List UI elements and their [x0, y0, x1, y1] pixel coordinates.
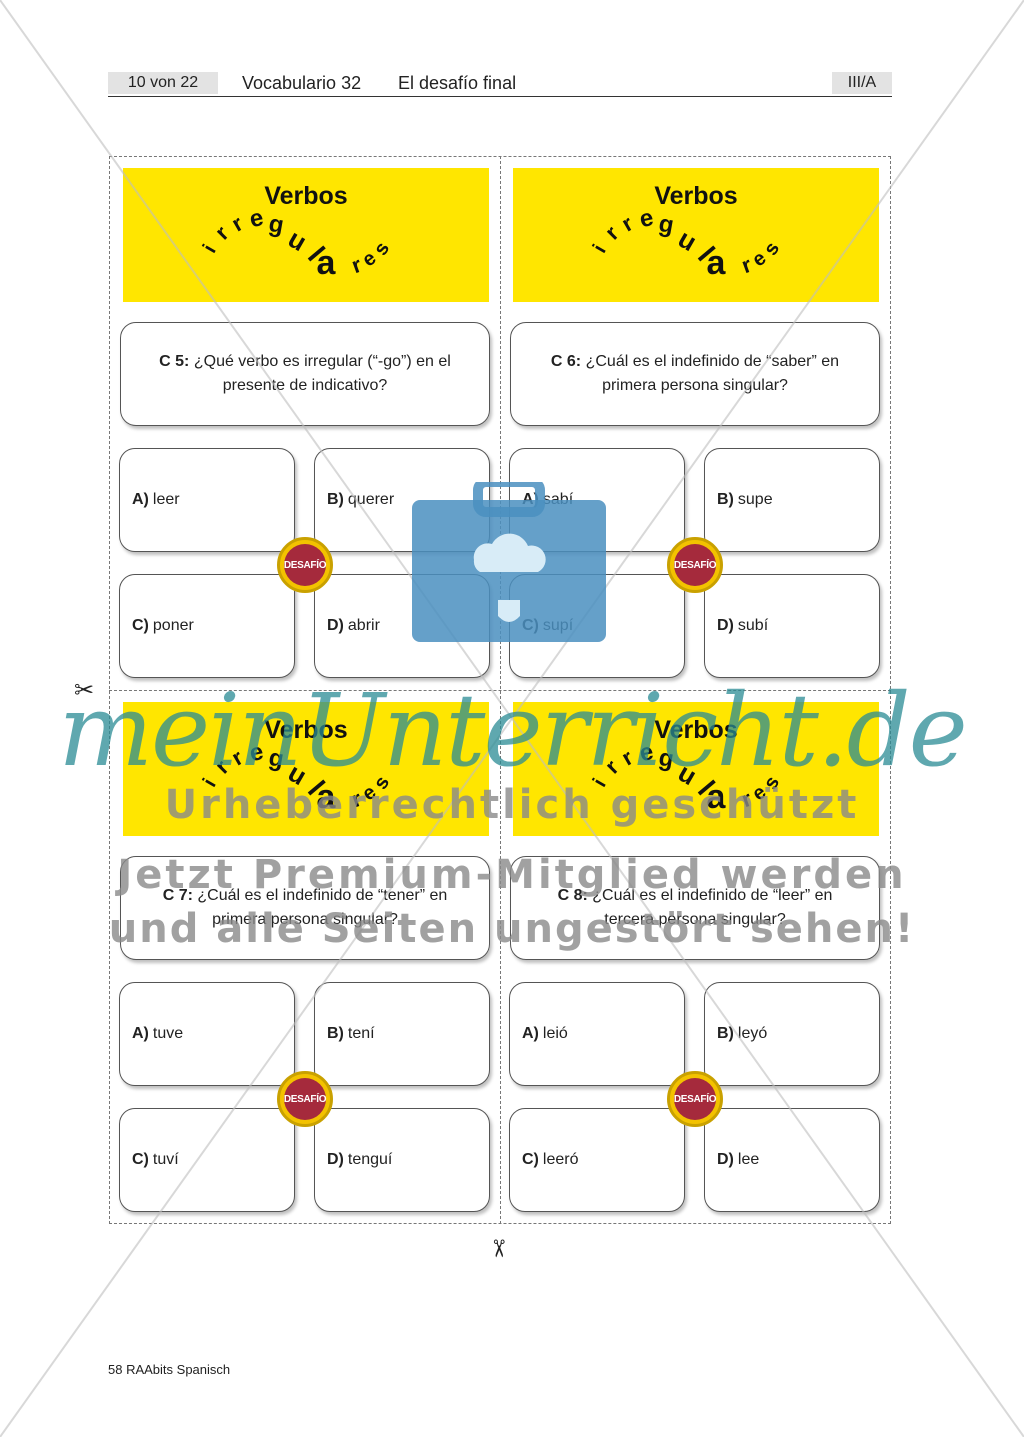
answer-text: leeró [542, 1151, 579, 1168]
answer-a[interactable]: A)leió [509, 982, 685, 1086]
arc-letter: g [657, 210, 676, 239]
badge-label: DESAFÍO [673, 1093, 717, 1105]
question-box: C 5: ¿Qué verbo es irregular (“-go”) en … [120, 322, 490, 426]
arc-letter: g [267, 210, 286, 239]
answer-letter: C) [522, 1151, 539, 1168]
answer-c[interactable]: C)leeró [509, 1108, 685, 1212]
answer-letter: D) [327, 1151, 344, 1168]
desafio-badge: DESAFÍO [277, 1071, 333, 1127]
answer-d[interactable]: D)lee [704, 1108, 880, 1212]
badge-label: DESAFÍO [283, 1093, 327, 1105]
answer-letter: C) [132, 1151, 149, 1168]
question-box: C 6: ¿Cuál es el indefinido de “saber” e… [510, 322, 880, 426]
desafio-badge: DESAFÍO [277, 537, 333, 593]
answer-c[interactable]: C)tuví [119, 1108, 295, 1212]
arc-letter: i [589, 241, 611, 257]
page-number: 10 von 22 [108, 72, 218, 94]
arc-letter: e [247, 204, 266, 233]
answer-text: lee [737, 1151, 760, 1168]
arc-letter: r [600, 221, 624, 245]
header-title: Vocabulario 32 [242, 73, 362, 93]
question-code: C 5: [159, 353, 190, 370]
answer-text: poner [152, 617, 194, 634]
answer-text: subí [737, 617, 769, 634]
question-code: C 6: [550, 353, 582, 370]
answer-letter: B) [717, 1025, 734, 1042]
answer-a[interactable]: A)tuve [119, 982, 295, 1086]
arc-letter: a [317, 244, 337, 282]
arc-letter: u [673, 223, 702, 257]
answer-b[interactable]: B)supe [704, 448, 880, 552]
answer-text: tení [347, 1025, 375, 1042]
briefcase-icon [412, 482, 606, 642]
answer-text: supe [737, 491, 773, 508]
answer-text: tuví [152, 1151, 179, 1168]
answer-letter: A) [522, 1025, 539, 1042]
answer-text: leer [152, 491, 180, 508]
watermark-line3: und alle Seiten ungestört sehen! [108, 906, 916, 952]
answer-letter: D) [717, 617, 734, 634]
answer-letter: B) [327, 491, 344, 508]
arc-letter: r [210, 221, 234, 245]
desafio-badge: DESAFÍO [667, 1071, 723, 1127]
answer-letter: D) [327, 617, 344, 634]
answer-text: abrir [347, 617, 380, 634]
badge-label: DESAFÍO [283, 559, 327, 571]
answer-text: tenguí [347, 1151, 393, 1168]
badge-label: DESAFÍO [673, 559, 717, 571]
answer-letter: C) [132, 617, 149, 634]
watermark-line1: Urheberrechtlich geschützt [164, 782, 860, 828]
answer-d[interactable]: D)subí [704, 574, 880, 678]
answer-text: querer [347, 491, 395, 508]
footer-text: 58 RAAbits Spanisch [108, 1362, 231, 1377]
answer-d[interactable]: D)tenguí [314, 1108, 490, 1212]
answer-b[interactable]: B)leyó [704, 982, 880, 1086]
question-text: ¿Qué verbo es irregular (“-go”) en el pr… [193, 353, 451, 394]
arc-letter: r [617, 210, 637, 236]
answer-text: leió [542, 1025, 568, 1042]
question-text: ¿Cuál es el indefinido de “saber” en pri… [585, 353, 840, 394]
arc-letter: e [637, 204, 656, 233]
answer-b[interactable]: B)tení [314, 982, 490, 1086]
answer-letter: B) [717, 491, 734, 508]
answer-text: leyó [737, 1025, 768, 1042]
scissors-icon: ✂ [484, 1238, 512, 1259]
arc-letter: i [199, 241, 221, 257]
watermark-line2: Jetzt Premium-Mitglied werden [117, 852, 907, 898]
header-section: III/A [832, 72, 892, 94]
arc-letter: a [707, 244, 727, 282]
answer-c[interactable]: C)poner [119, 574, 295, 678]
header-subtitle: El desafío final [398, 73, 517, 93]
answer-letter: B) [327, 1025, 344, 1042]
arc-letter: r [227, 210, 247, 236]
answer-letter: D) [717, 1151, 734, 1168]
answer-letter: A) [132, 491, 149, 508]
answer-letter: A) [132, 1025, 149, 1042]
answer-a[interactable]: A)leer [119, 448, 295, 552]
watermark-logo: meinUnterricht.de [58, 672, 968, 789]
arc-letter: u [283, 223, 312, 257]
page-header: 10 von 22 Vocabulario 32 El desafío fina… [108, 70, 892, 97]
answer-text: tuve [152, 1025, 184, 1042]
desafio-badge: DESAFÍO [667, 537, 723, 593]
